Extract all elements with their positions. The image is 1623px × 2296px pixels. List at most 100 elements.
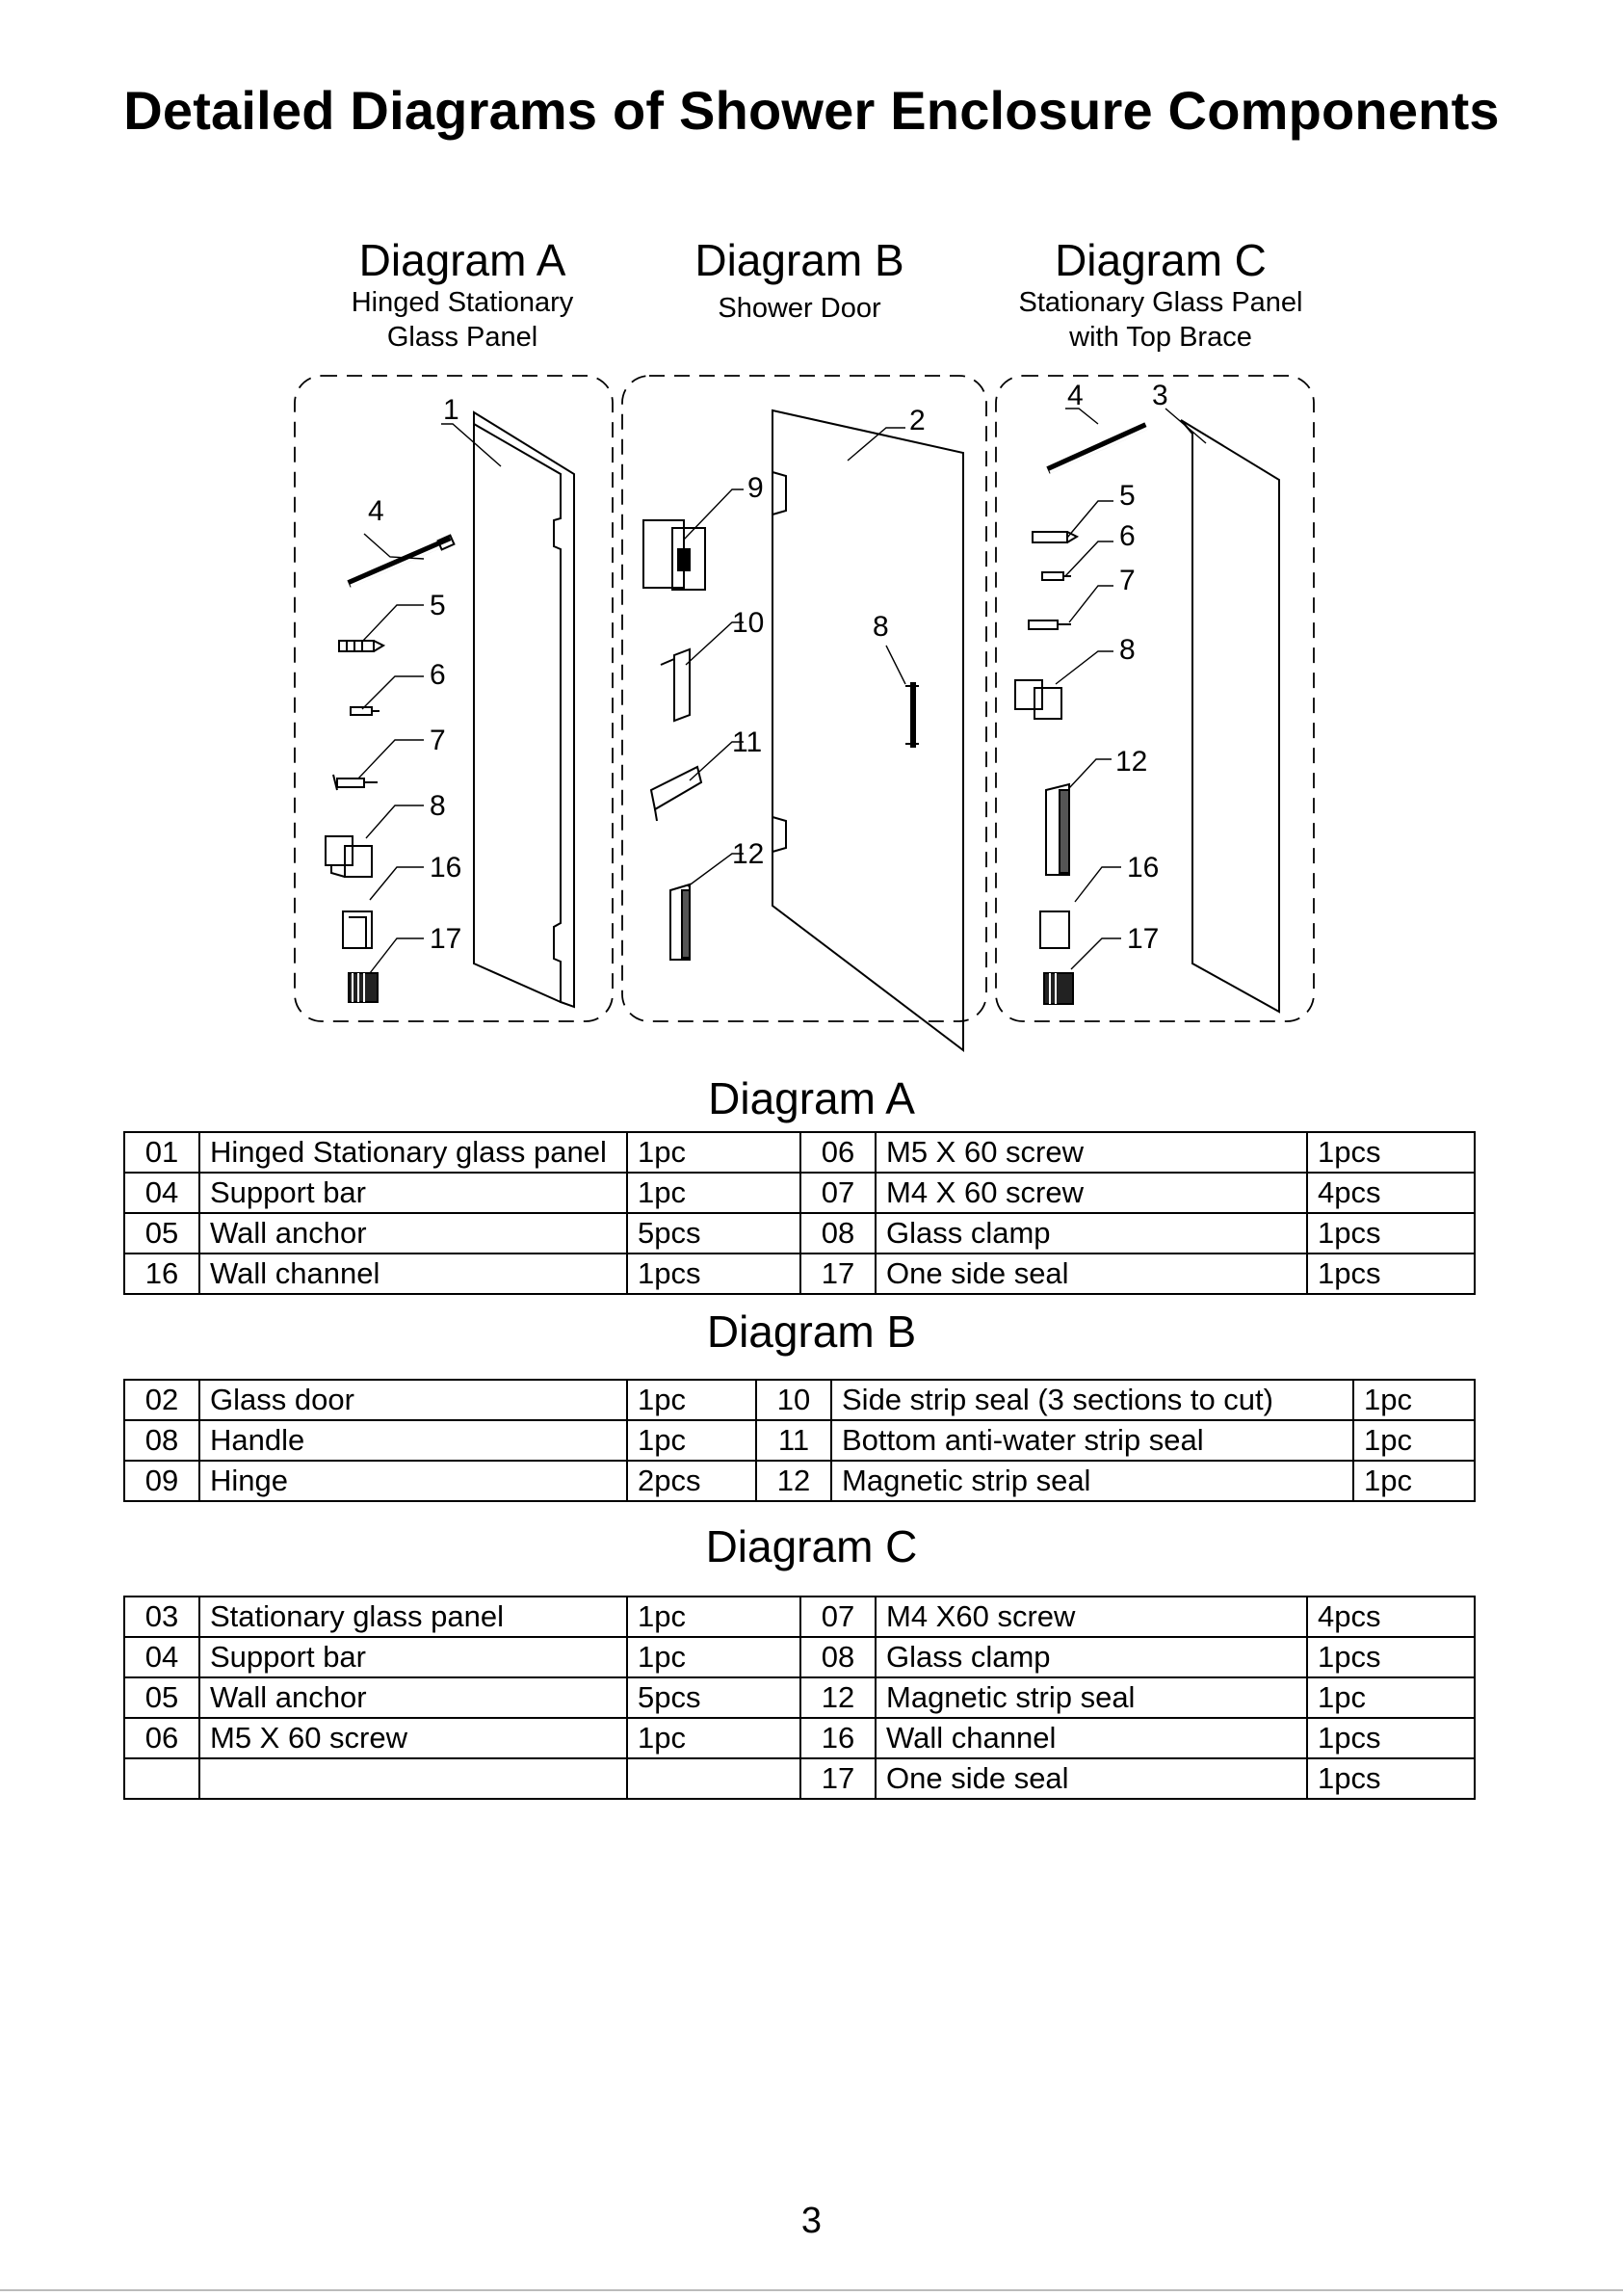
diagram-c-heading: Diagram C Stationary Glass Panel with To… [978,235,1344,355]
part-quantity-cell: 1pc [626,1131,801,1174]
part-quantity-cell: 1pc [1352,1419,1476,1462]
part-name-cell: Wall anchor [198,1212,628,1254]
diagram-a-frame [294,375,614,1022]
diagram-a-heading: Diagram A Hinged Stationary Glass Panel [303,235,621,355]
part-quantity-cell: 1pcs [1306,1717,1476,1759]
part-number-cell: 12 [755,1460,832,1502]
part-quantity-cell: 1pc [1352,1460,1476,1502]
part-quantity-cell: 1pc [626,1419,757,1462]
part-name-cell: Stationary glass panel [198,1596,628,1638]
wall-anchor-a [338,640,386,652]
one-side-seal-c [1043,972,1074,1005]
part-quantity-cell: 1pc [626,1636,801,1678]
part-quantity-cell: 1pcs [1306,1253,1476,1295]
screw-m5-a [350,706,380,716]
part-number-cell: 17 [799,1253,877,1295]
part-name-cell: Magnetic strip seal [875,1676,1308,1719]
callout-labels: 1 4 5 6 7 8 16 17 2 9 10 11 12 8 4 3 5 6… [368,380,1168,955]
part-number-cell: 04 [123,1636,200,1678]
part-quantity-cell: 2pcs [626,1460,757,1502]
part-quantity-cell: 5pcs [626,1676,801,1719]
part-quantity-cell: 1pcs [1306,1212,1476,1254]
part-quantity-cell: 1pcs [1306,1757,1476,1800]
part-number-cell: 08 [123,1419,200,1462]
glass-clamp-a [325,835,373,878]
part-quantity-cell: 5pcs [626,1212,801,1254]
part-quantity-cell: 1pcs [1306,1131,1476,1174]
part-name-cell: Handle [198,1419,628,1462]
part-quantity-cell [626,1757,801,1800]
callout-c-6: 6 [1119,520,1136,552]
callout-a-5: 5 [430,590,446,621]
callout-b-12: 12 [732,838,764,870]
diagram-b-name: Diagram B [694,235,904,285]
callout-c-17: 17 [1127,923,1159,955]
part-number-cell: 05 [123,1212,200,1254]
part-number-cell: 07 [799,1172,877,1214]
table-c-title: Diagram C [705,1521,918,1571]
part-name-cell: Side strip seal (3 sections to cut) [830,1379,1354,1421]
part-quantity-cell: 1pc [626,1379,757,1421]
callout-c-5: 5 [1119,480,1136,512]
wall-channel-c [1039,910,1070,949]
page-bottom-rule [0,2289,1623,2291]
one-side-seal-a [348,972,379,1003]
handle-b [905,682,919,748]
part-quantity-cell: 1pc [1306,1676,1476,1719]
side-strip-seal-b [660,647,691,723]
callout-a-7: 7 [430,725,446,756]
part-quantity-cell: 4pcs [1306,1596,1476,1638]
exploded-diagrams: 1 4 5 6 7 8 16 17 2 9 10 11 12 8 4 3 5 6… [294,375,1315,1053]
diagram-a-name: Diagram A [358,235,566,285]
part-name-cell: One side seal [875,1253,1308,1295]
part-number-cell: 10 [755,1379,832,1421]
part-name-cell: Wall channel [875,1717,1308,1759]
part-name-cell: M5 X 60 screw [198,1717,628,1759]
callout-b-8: 8 [873,611,889,643]
callout-c-12: 12 [1115,746,1147,778]
part-number-cell: 16 [799,1717,877,1759]
callout-a-4: 4 [368,495,384,527]
part-number-cell: 05 [123,1676,200,1719]
part-number-cell: 08 [799,1636,877,1678]
callout-a-8: 8 [430,790,446,822]
part-name-cell: Wall channel [198,1253,628,1295]
glass-clamp-c [1014,679,1062,720]
callout-b-11: 11 [732,726,762,758]
part-number-cell: 17 [799,1757,877,1800]
part-number-cell: 02 [123,1379,200,1421]
page-title: Detailed Diagrams of Shower Enclosure Co… [123,80,1500,141]
part-quantity-cell: 1pcs [1306,1636,1476,1678]
part-number-cell: 09 [123,1460,200,1502]
part-name-cell: Hinged Stationary glass panel [198,1131,628,1174]
callout-c-7: 7 [1119,565,1136,596]
screw-m5-c [1041,571,1071,581]
part-name-cell [198,1757,628,1800]
part-number-cell: 16 [123,1253,200,1295]
part-quantity-cell: 1pc [626,1596,801,1638]
part-name-cell: Hinge [198,1460,628,1502]
part-number-cell: 12 [799,1676,877,1719]
part-name-cell: Glass clamp [875,1212,1308,1254]
part-name-cell: M5 X 60 screw [875,1131,1308,1174]
part-name-cell: Bottom anti-water strip seal [830,1419,1354,1462]
diagram-b-subtitle-line1: Shower Door [718,293,881,324]
bottom-strip-seal-b [649,765,703,822]
wall-channel-a [342,910,373,949]
support-bar-c [1046,422,1149,474]
part-number-cell: 07 [799,1596,877,1638]
callout-a-16: 16 [430,852,461,884]
table-b-title: Diagram B [706,1306,917,1357]
magnetic-strip-seal-b [669,883,691,961]
